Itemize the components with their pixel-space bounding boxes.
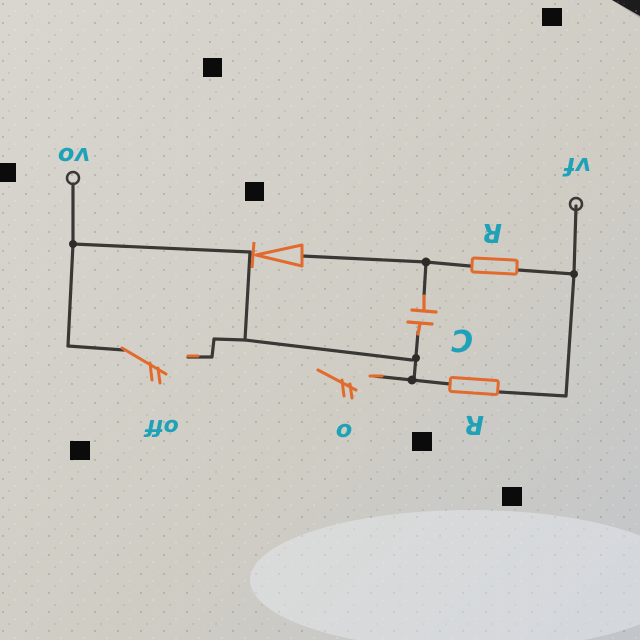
marker-square xyxy=(245,182,264,201)
label-resistor-top: R xyxy=(482,217,502,247)
marker-square xyxy=(542,8,562,26)
switch-left-symbol xyxy=(120,346,200,385)
wire-left-bottom xyxy=(66,344,126,352)
junction-dot xyxy=(69,240,77,248)
label-terminal-out: vf xyxy=(562,152,591,180)
diode-triangle xyxy=(254,243,304,268)
marker-square xyxy=(502,487,522,506)
diode-symbol xyxy=(250,241,304,269)
occlusion-markers xyxy=(0,8,562,506)
marker-square xyxy=(0,163,16,182)
junction-dot xyxy=(412,354,420,362)
junction-dot xyxy=(407,375,417,385)
terminal-in-circle xyxy=(65,170,81,186)
label-resistor-bottom: R xyxy=(464,409,484,439)
marker-square xyxy=(203,58,222,77)
resistor-top-body xyxy=(470,256,519,276)
capacitor-lead-bottom xyxy=(416,322,422,336)
light-glare xyxy=(250,510,640,640)
junction-dot xyxy=(421,257,431,267)
label-capacitor: C xyxy=(451,322,473,357)
wire-right-vertical xyxy=(498,204,578,398)
junction-dots xyxy=(69,240,578,385)
label-switch-right: o xyxy=(336,418,353,446)
marker-square xyxy=(70,441,90,460)
diode-bar xyxy=(250,241,256,269)
terminal-out-circle xyxy=(568,196,584,212)
capacitor-symbol xyxy=(406,294,438,336)
label-terminal-in: vo xyxy=(58,142,90,170)
junction-dot xyxy=(570,270,578,278)
wire-switch-link xyxy=(186,337,247,359)
label-switch-left: off xyxy=(143,414,179,439)
wire-top-right xyxy=(516,268,576,276)
switch-right-symbol xyxy=(316,368,384,400)
marker-square xyxy=(412,432,432,451)
resistor-bottom-body xyxy=(448,375,500,397)
